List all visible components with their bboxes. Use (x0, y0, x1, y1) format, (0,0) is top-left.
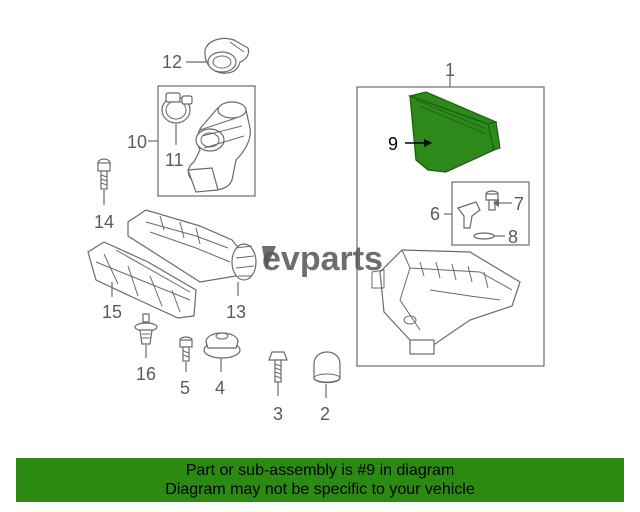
watermark-logo: evparts (262, 240, 383, 278)
callout-13: 13 (226, 302, 246, 322)
callout-16: 16 (136, 364, 156, 384)
callout-6: 6 (430, 204, 440, 224)
arrow-7 (493, 199, 499, 207)
part-14-screw (97, 158, 111, 190)
callout-11: 11 (165, 150, 184, 170)
watermark-text: evparts (262, 240, 383, 278)
callout-3: 3 (273, 404, 283, 424)
footer-line-2: Diagram may not be specific to your vehi… (165, 481, 475, 498)
part-15-bracket (87, 241, 197, 319)
callout-5: 5 (180, 378, 190, 398)
parts-diagram: 12 10 11 14 13 (87, 37, 545, 424)
part-6-sensor (457, 201, 481, 229)
part-9-air-filter (407, 91, 501, 173)
callout-9: 9 (388, 134, 398, 154)
callout-12: 12 (162, 52, 182, 72)
arrow-9 (424, 139, 432, 147)
callout-15: 15 (102, 302, 122, 322)
part-4-grommet (203, 332, 241, 359)
callout-4: 4 (215, 378, 225, 398)
callout-2: 2 (320, 404, 330, 424)
callout-10: 10 (127, 132, 147, 152)
air-cleaner-housing (371, 249, 521, 355)
part-2-cap (313, 351, 341, 384)
callout-14: 14 (94, 212, 114, 232)
part-11-clamp (161, 92, 193, 124)
callout-7: 7 (514, 194, 524, 214)
part-8-oring (473, 232, 495, 240)
part-5-bolt (179, 336, 193, 362)
part-7-screw (485, 190, 499, 211)
part-13-duct (127, 209, 257, 283)
part-16-clip (134, 313, 158, 345)
footer-line-1: Part or sub-assembly is #9 in diagram (185, 462, 455, 479)
callout-1: 1 (445, 60, 455, 80)
part-12-boot (204, 37, 250, 74)
part-10-hose (187, 101, 251, 193)
part-3-stud (268, 351, 288, 383)
footer-banner: Part or sub-assembly is #9 in diagram Di… (16, 458, 624, 502)
callout-8: 8 (508, 227, 518, 247)
